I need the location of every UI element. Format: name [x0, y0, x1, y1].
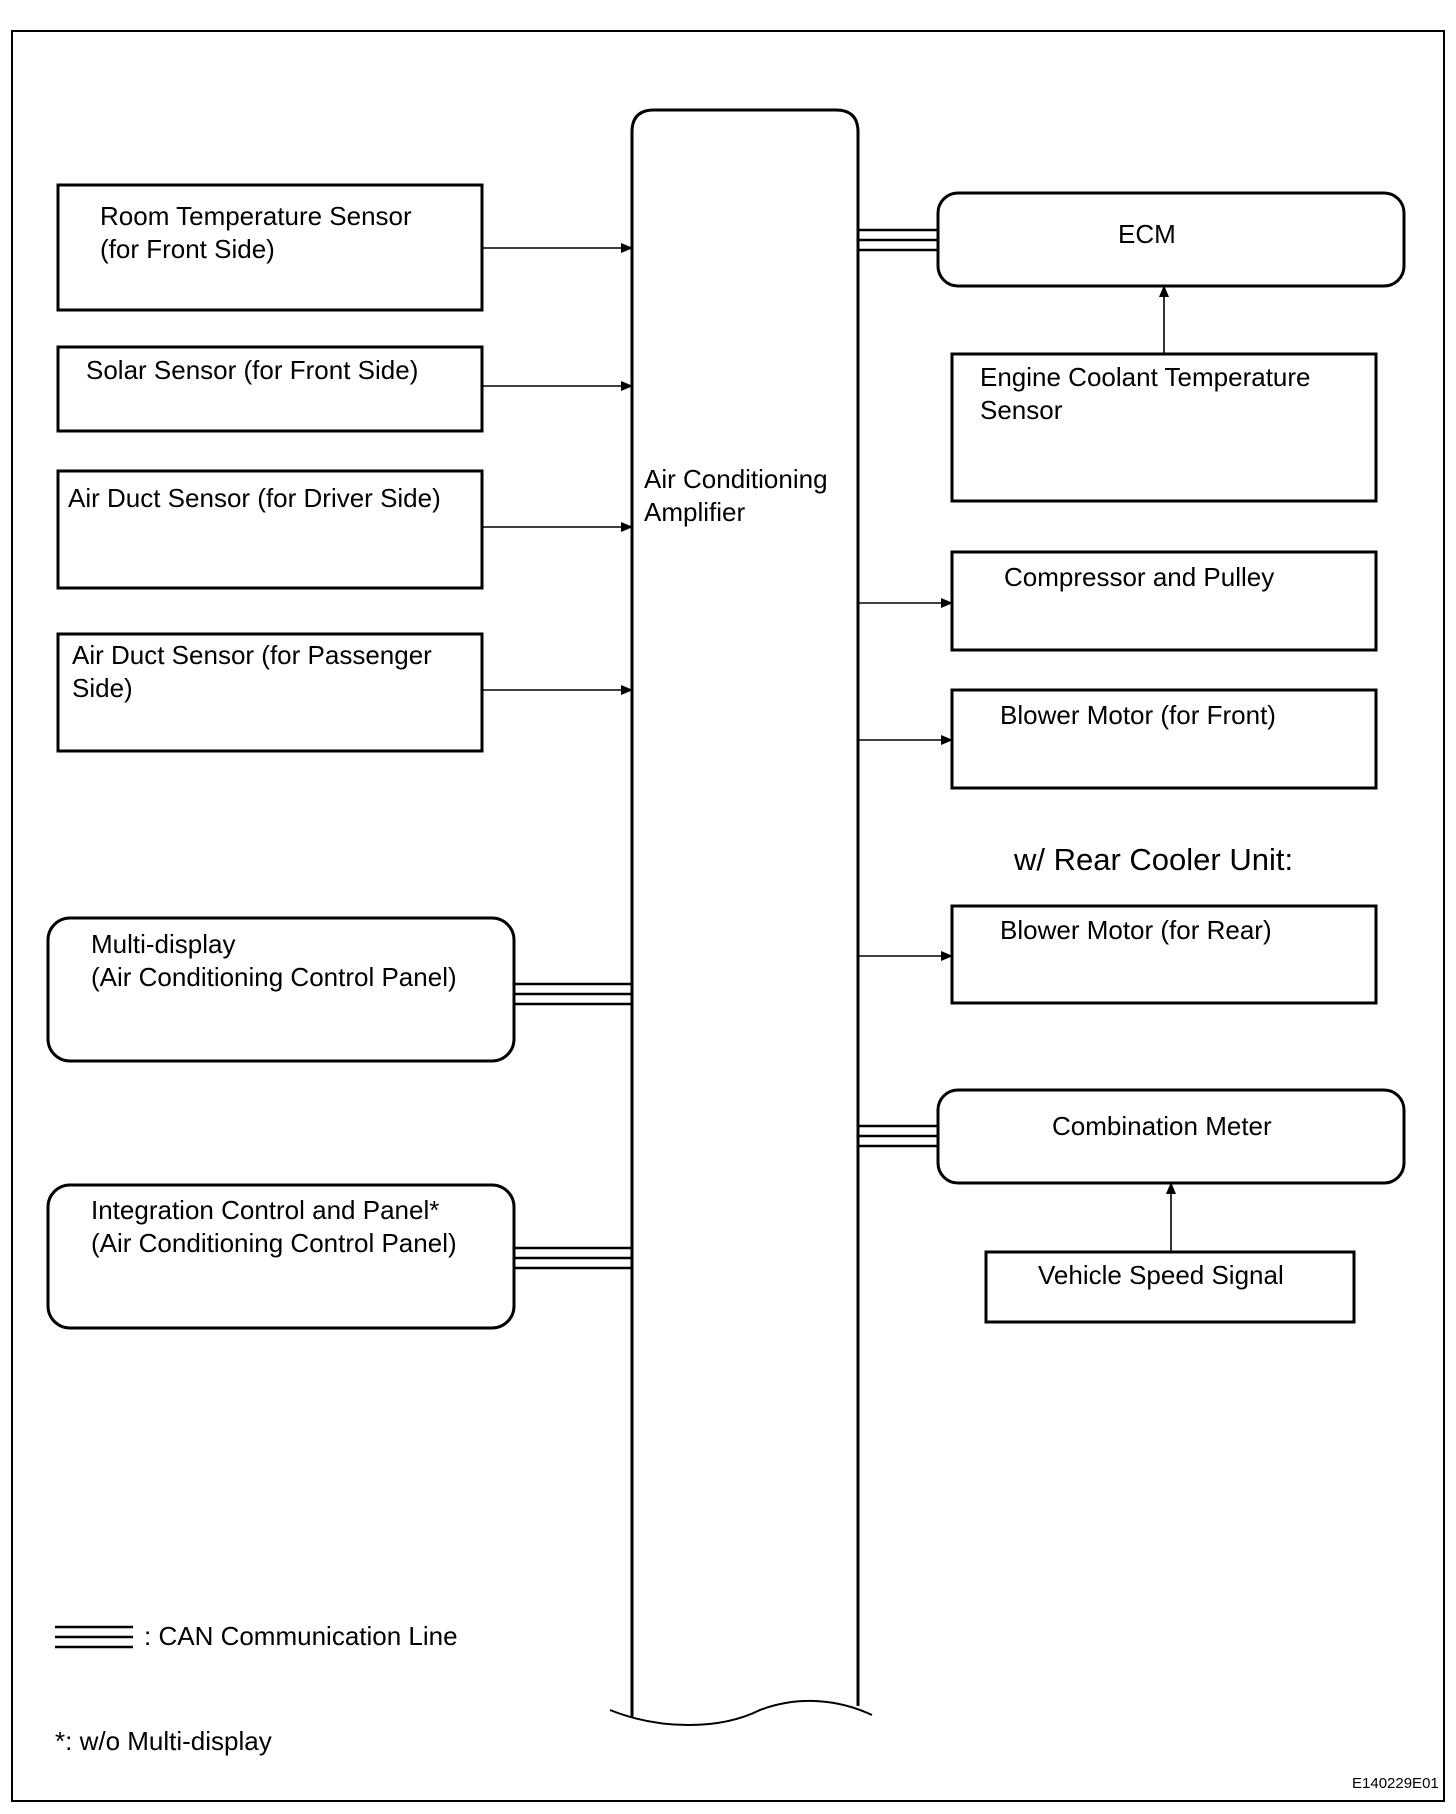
can-line-integration-panel	[514, 1246, 632, 1270]
amplifier-bar	[630, 108, 860, 1718]
footnote: *: w/o Multi-display	[55, 1726, 272, 1756]
solar-sensor-box	[56, 345, 484, 433]
room-temperature-sensor-label-line2: (for Front Side)	[100, 234, 275, 264]
room-temperature-sensor-label-line1: Room Temperature Sensor	[100, 201, 412, 231]
amplifier-label-line2: Amplifier	[644, 497, 746, 527]
amplifier-label-line1: Air Conditioning	[644, 464, 828, 494]
blower-motor-front-label: Blower Motor (for Front)	[1000, 700, 1276, 730]
can-line-legend-sample	[55, 1625, 133, 1649]
integration-control-panel-label-line2: (Air Conditioning Control Panel)	[91, 1228, 457, 1258]
multi-display-box	[46, 916, 516, 1063]
rear-cooler-unit-heading: w/ Rear Cooler Unit:	[1014, 842, 1294, 877]
solar-sensor-label: Solar Sensor (for Front Side)	[86, 355, 419, 385]
air-duct-sensor-passenger-label-line1: Air Duct Sensor (for Passenger	[72, 640, 432, 670]
can-line-multi-display	[514, 982, 632, 1006]
vehicle-speed-signal-box	[984, 1250, 1356, 1324]
engine-coolant-sensor-label-line2: Sensor	[980, 395, 1063, 425]
amplifier-break-line	[609, 1700, 873, 1726]
air-duct-sensor-passenger-box	[56, 632, 484, 753]
multi-display-label-line1: Multi-display	[91, 929, 236, 959]
combination-meter-label: Combination Meter	[1052, 1111, 1272, 1141]
air-duct-sensor-driver-label: Air Duct Sensor (for Driver Side)	[68, 483, 441, 513]
can-line-combination-meter	[858, 1124, 938, 1148]
diagram-frame	[11, 30, 1445, 1802]
compressor-pulley-label: Compressor and Pulley	[1004, 562, 1275, 592]
air-duct-sensor-driver-box	[56, 469, 484, 590]
engine-coolant-sensor-label-line1: Engine Coolant Temperature	[980, 362, 1311, 392]
blower-motor-rear-label: Blower Motor (for Rear)	[1000, 915, 1272, 945]
air-duct-sensor-passenger-label-line2: Side)	[72, 673, 133, 703]
can-line-legend-label: : CAN Communication Line	[144, 1621, 458, 1651]
integration-control-panel-box	[46, 1183, 516, 1330]
ecm-label: ECM	[1118, 219, 1176, 249]
integration-control-panel-label-line1: Integration Control and Panel*	[91, 1195, 440, 1225]
vehicle-speed-signal-label: Vehicle Speed Signal	[1038, 1260, 1284, 1290]
multi-display-label-line2: (Air Conditioning Control Panel)	[91, 962, 457, 992]
figure-id: E140229E01	[1352, 1775, 1439, 1792]
can-line-ecm	[858, 228, 938, 252]
